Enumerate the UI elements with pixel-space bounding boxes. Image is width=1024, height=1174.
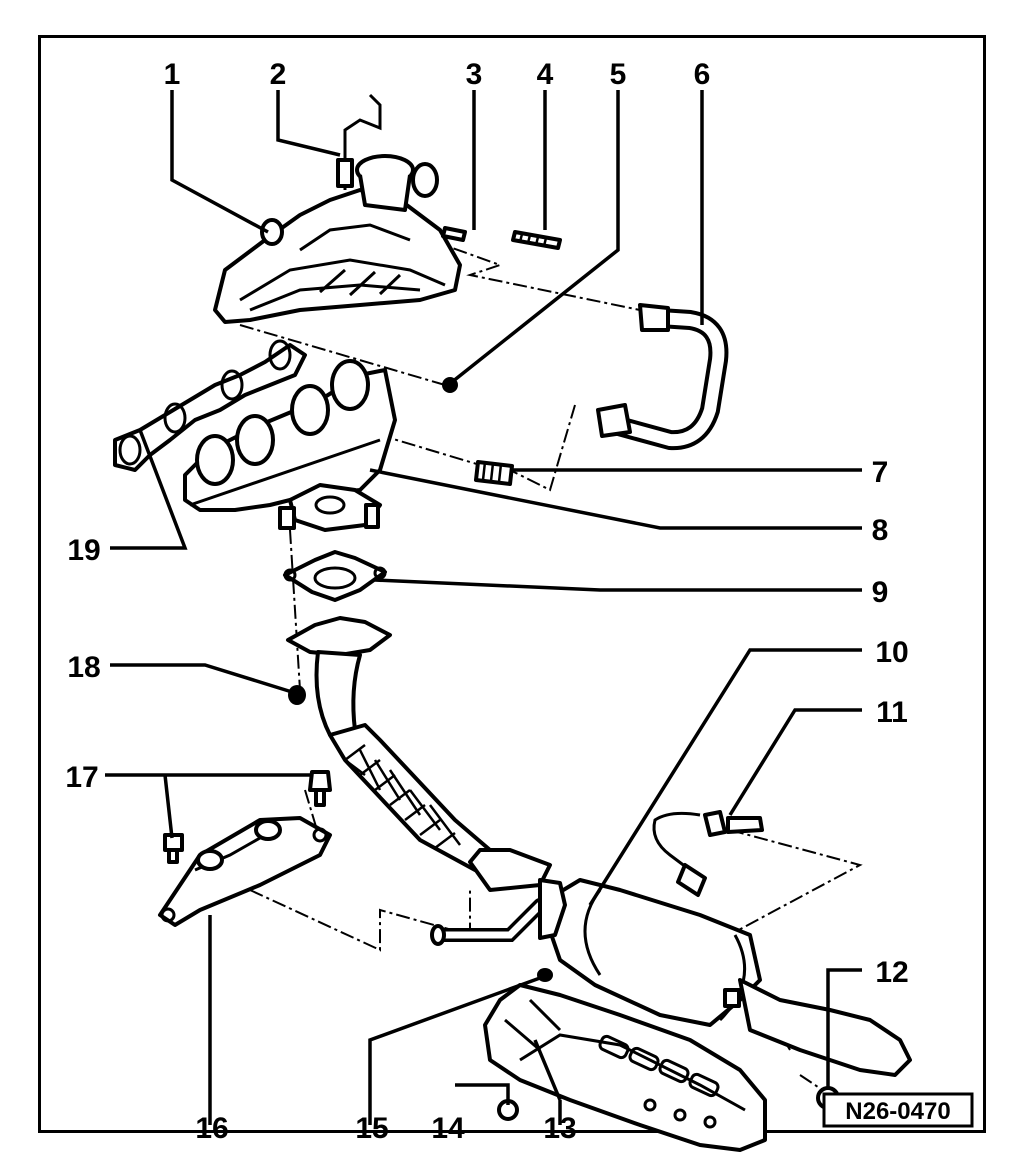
leader-lines [105,90,862,1125]
exhaust-manifold-8 [183,359,397,532]
callout-1: 1 [164,58,181,91]
bolt-4 [511,230,562,250]
bracket-16 [158,816,332,927]
callout-labels: 1 2 3 4 5 6 7 8 9 10 11 12 13 14 15 16 1… [65,58,908,1145]
callout-13: 13 [543,1112,576,1145]
flange-gasket-9 [283,550,387,602]
diagram-frame [38,35,986,1133]
callout-18: 18 [67,651,100,684]
callout-10: 10 [875,636,908,669]
heat-shield-upper [213,93,462,324]
lambda-sensor-11 [652,810,764,897]
callout-12: 12 [875,956,908,989]
catalytic-converter-10 [538,878,912,1077]
callout-5: 5 [610,58,627,91]
callout-7: 7 [872,456,889,489]
reference-code-box: N26-0470 [822,1092,974,1128]
bolts-17 [163,770,332,864]
front-exhaust-pipe [286,616,552,946]
callout-2: 2 [270,58,287,91]
callout-4: 4 [537,58,554,91]
callout-16: 16 [195,1112,228,1145]
heat-shield-slots [598,1034,720,1129]
callout-6: 6 [694,58,711,91]
callout-11: 11 [876,696,908,729]
callout-15: 15 [355,1112,388,1145]
bolt-3 [441,226,467,242]
callout-3: 3 [466,58,483,91]
connecting-pipe-6 [596,303,729,451]
reference-code: N26-0470 [845,1098,950,1125]
callout-19: 19 [67,534,100,567]
manifold-gaskets-19 [113,339,307,472]
callout-8: 8 [872,514,889,547]
union-nut-7 [474,460,514,486]
callout-14: 14 [431,1112,465,1145]
callout-9: 9 [872,576,889,609]
callout-17: 17 [65,761,98,794]
